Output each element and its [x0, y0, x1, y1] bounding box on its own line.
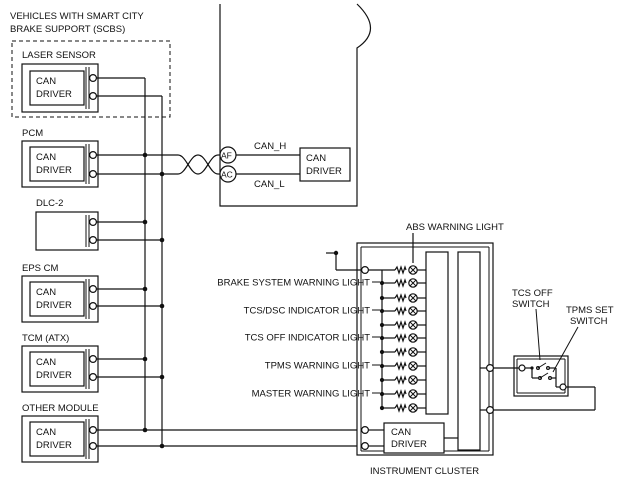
pcm-driver-line2: DRIVER [36, 165, 72, 176]
tpms-set-switch-contact [539, 372, 549, 379]
resistor-symbol [394, 389, 407, 399]
laser-sensor-terminal-l [88, 91, 97, 100]
laser-sensor-driver-line1: CAN [36, 76, 56, 87]
cluster-terminal-switch-1 [486, 364, 495, 373]
cluster-processor-block [457, 251, 481, 451]
cluster-driver-line1: CAN [391, 427, 411, 438]
dlc2-terminal-h [88, 218, 97, 227]
eps-cm-driver-line1: CAN [36, 287, 56, 298]
tcs-off-switch-label-line2: SWITCH [512, 299, 550, 310]
cluster-light-row [379, 403, 426, 413]
cluster-light-row [379, 320, 426, 330]
can-bus-wiring [96, 77, 365, 449]
cluster-terminal-can-l [361, 442, 370, 451]
cluster-light-label: BRAKE SYSTEM WARNING LIGHT [217, 278, 370, 289]
other-module-terminal-l [88, 442, 97, 451]
cluster-light-row: BRAKE SYSTEM WARNING LIGHT [217, 278, 426, 289]
pcm-can-l-label: CAN_L [254, 179, 285, 190]
resistor-symbol [394, 278, 407, 288]
cluster-light-row: TPMS WARNING LIGHT [265, 361, 426, 372]
pcm-internal-driver-line2: DRIVER [306, 166, 342, 177]
tcs-off-switch-label-line1: TCS OFF [512, 288, 553, 299]
abs-warning-light-label: ABS WARNING LIGHT [406, 222, 504, 233]
pcm-internal-driver-line1: CAN [306, 153, 326, 164]
cluster-light-row [379, 293, 426, 303]
resistor-symbol [394, 333, 407, 343]
switch-assembly: TCS OFF SWITCH TPMS SET SWITCH [493, 288, 614, 411]
module-tcm: TCM (ATX) CAN DRIVER [21, 333, 99, 393]
pcm-can-h-label: CAN_H [254, 141, 286, 152]
scbs-title-line1: VEHICLES WITH SMART CITY [10, 11, 144, 22]
cluster-terminal-power [361, 266, 370, 275]
pcm-terminal-ac-label: AC [221, 170, 233, 180]
eps-cm-label: EPS CM [22, 263, 59, 274]
other-module-terminal-h [88, 426, 97, 435]
pcm-terminal-af-label: AF [221, 151, 232, 161]
cluster-terminal-switch-2 [486, 406, 495, 415]
resistor-symbol [394, 361, 407, 371]
tcm-driver-line1: CAN [36, 357, 56, 368]
cluster-title: INSTRUMENT CLUSTER [370, 466, 479, 477]
cluster-light-rows: BRAKE SYSTEM WARNING LIGHT TCS/DSC INDICA… [217, 278, 426, 413]
cluster-light-label: TCS/DSC INDICATOR LIGHT [244, 306, 371, 317]
module-pcm: PCM CAN DRIVER [21, 128, 99, 188]
resistor-symbol [394, 306, 407, 316]
scbs-group: VEHICLES WITH SMART CITY BRAKE SUPPORT (… [10, 11, 171, 118]
tcm-terminal-l [88, 373, 97, 382]
scbs-dashed-border [11, 40, 171, 118]
other-module-label: OTHER MODULE [22, 403, 99, 414]
cluster-driver-line2: DRIVER [391, 439, 427, 450]
pcm-label: PCM [22, 128, 43, 139]
laser-sensor-label: LASER SENSOR [22, 50, 96, 61]
resistor-symbol [394, 375, 407, 385]
pcm-terminal-l [88, 170, 97, 179]
module-laser-sensor: LASER SENSOR CAN DRIVER [21, 50, 99, 113]
pcm-driver-line1: CAN [36, 152, 56, 163]
dlc2-label: DLC-2 [36, 198, 63, 209]
cluster-light-label: MASTER WARNING LIGHT [252, 389, 371, 400]
cluster-light-label: TCS OFF INDICATOR LIGHT [245, 333, 370, 344]
laser-sensor-terminal-h [88, 73, 97, 82]
eps-cm-terminal-h [88, 285, 97, 294]
eps-cm-driver-line2: DRIVER [36, 300, 72, 311]
dlc2-terminal-l [88, 236, 97, 245]
other-module-driver-line1: CAN [36, 427, 56, 438]
cluster-light-row [379, 375, 426, 385]
resistor-symbol [394, 293, 407, 303]
cluster-light-row [379, 347, 426, 357]
scbs-title-line2: BRAKE SUPPORT (SCBS) [10, 24, 125, 35]
laser-sensor-driver-line2: DRIVER [36, 89, 72, 100]
cluster-light-row: MASTER WARNING LIGHT [252, 389, 426, 400]
tcs-off-switch-contact [537, 362, 547, 369]
cluster-light-row: TCS OFF INDICATOR LIGHT [245, 333, 426, 344]
other-module-driver-line2: DRIVER [36, 440, 72, 451]
pcm-terminal-h [88, 151, 97, 160]
cluster-can-driver [383, 422, 445, 454]
cluster-light-driver-block [425, 251, 449, 415]
tpms-set-switch-label-line1: TPMS SET [566, 305, 614, 316]
tcm-driver-line2: DRIVER [36, 370, 72, 381]
resistor-symbol [394, 320, 407, 330]
tpms-set-switch-label-line2: SWITCH [570, 316, 608, 327]
tcm-terminal-h [88, 355, 97, 364]
tcm-label: TCM (ATX) [22, 333, 69, 344]
module-dlc2: DLC-2 [35, 198, 99, 251]
cluster-light-row: TCS/DSC INDICATOR LIGHT [244, 306, 426, 317]
module-other: OTHER MODULE CAN DRIVER [21, 403, 99, 463]
pcm-internal: AF AC CAN_H CAN_L CAN DRIVER [218, 3, 372, 207]
module-eps-cm: EPS CM CAN DRIVER [21, 263, 99, 323]
resistor-symbol [394, 403, 407, 413]
resistor-symbol [394, 347, 407, 357]
switch-housing [513, 355, 569, 397]
cluster-light-label: TPMS WARNING LIGHT [265, 361, 370, 372]
eps-cm-terminal-l [88, 302, 97, 311]
pcm-can-driver [299, 147, 351, 182]
instrument-cluster: INSTRUMENT CLUSTER CAN DRIVER ABS WARNIN… [217, 222, 504, 477]
cluster-terminal-can-h [361, 426, 370, 435]
